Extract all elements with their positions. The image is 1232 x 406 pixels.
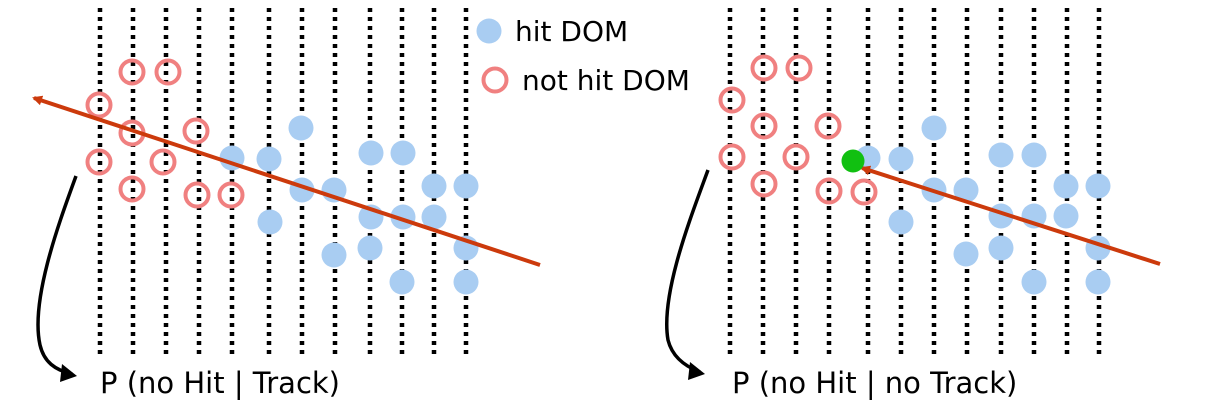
curved-arrowhead-icon — [60, 364, 77, 382]
track-arrow — [32, 95, 541, 267]
vertex-dot — [841, 149, 865, 173]
hit-dom — [389, 269, 415, 295]
hit-dom — [390, 140, 416, 166]
hit-dom — [1085, 173, 1111, 199]
caption-right: P (no Hit | no Track) — [732, 366, 1017, 400]
hit-dom — [1053, 173, 1079, 199]
hit-dom — [988, 142, 1014, 168]
hit-dom — [256, 146, 282, 172]
not-hit-dom — [750, 170, 778, 198]
hit-dom — [453, 269, 479, 295]
not-hit-dom — [85, 148, 113, 176]
hit-dom — [421, 204, 447, 230]
curved-arrowhead-icon — [688, 362, 705, 380]
not-hit-dom — [750, 54, 778, 82]
track-arrow — [860, 165, 1161, 266]
not-hit-dom — [815, 177, 843, 205]
hit-dom — [421, 173, 447, 199]
curved-arrow-icon — [36, 175, 78, 376]
hit-doms — [855, 115, 1111, 295]
hit-dom — [358, 140, 384, 166]
hit-dom — [888, 146, 914, 172]
panel-left: P (no Hit | Track) — [32, 8, 541, 400]
not-hit-dom — [85, 91, 113, 119]
hit-dom — [257, 209, 283, 235]
hit-dom — [988, 235, 1014, 261]
curved-arrow-icon — [665, 169, 710, 374]
dom-strings — [727, 8, 1102, 356]
hit-dom — [1053, 203, 1079, 229]
hit-dom — [1085, 269, 1111, 295]
not-hit-dom — [850, 178, 878, 206]
legend-not-hit-label: not hit DOM — [522, 64, 690, 97]
hit-dom — [453, 173, 479, 199]
hit-dom — [953, 177, 979, 203]
not-hit-dom — [750, 112, 778, 140]
hit-dom — [1021, 142, 1047, 168]
not-hit-dom — [814, 112, 842, 140]
hit-dom — [921, 115, 947, 141]
not-hit-doms — [718, 54, 878, 206]
not-hit-dom — [782, 143, 810, 171]
not-hit-doms — [85, 58, 245, 209]
legend-not-hit-marker — [481, 66, 509, 94]
hit-dom — [888, 209, 914, 235]
not-hit-dom — [118, 175, 146, 203]
hit-dom — [357, 235, 383, 261]
not-hit-dom — [217, 181, 245, 209]
hit-dom — [321, 242, 347, 268]
legend-hit-label: hit DOM — [515, 15, 628, 48]
hit-dom — [1021, 269, 1047, 295]
not-hit-dom — [718, 143, 746, 171]
not-hit-dom — [118, 58, 146, 86]
caption-left: P (no Hit | Track) — [100, 366, 340, 400]
hit-doms — [219, 115, 479, 295]
not-hit-dom — [149, 148, 177, 176]
legend-hit-marker — [476, 18, 502, 44]
not-hit-dom — [182, 117, 210, 145]
panel-right: P (no Hit | no Track) — [665, 8, 1161, 400]
not-hit-dom — [718, 86, 746, 114]
not-hit-dom — [785, 54, 813, 82]
not-hit-dom — [183, 181, 211, 209]
hit-dom — [953, 241, 979, 267]
not-hit-dom — [154, 58, 182, 86]
legend: hit DOM not hit DOM — [476, 15, 690, 97]
hit-dom — [288, 115, 314, 141]
